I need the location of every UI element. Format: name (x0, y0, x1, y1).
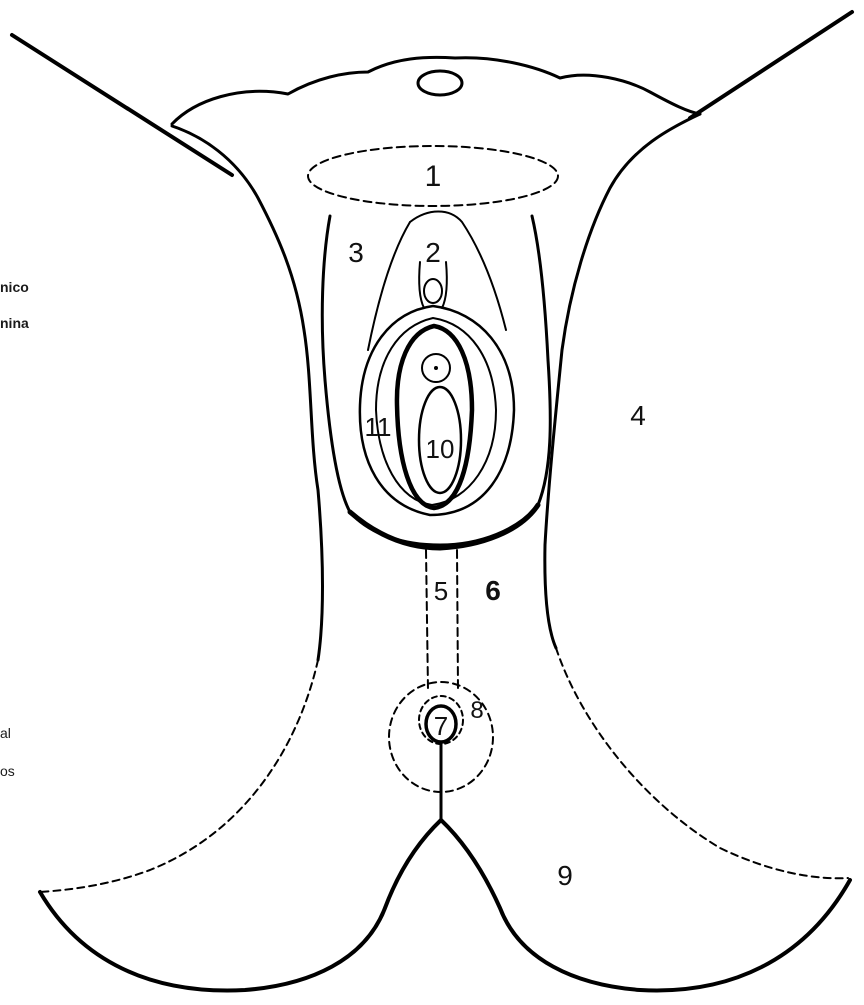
prepuce-outline-left (368, 222, 410, 350)
prepuce-inner-right (442, 262, 447, 308)
labia-minora-outer (360, 306, 514, 515)
region-label-2: 2 (425, 237, 441, 268)
right-thigh-line (690, 12, 852, 118)
right-gluteal-curve (441, 820, 850, 990)
left-gluteal-curve (40, 820, 441, 990)
navel-icon (418, 71, 462, 95)
region-label-4: 4 (630, 400, 646, 431)
region-label-10: 10 (426, 434, 455, 464)
left-gluteal-dashed (40, 660, 318, 892)
region-label-7: 7 (434, 711, 448, 741)
mons-outline (172, 57, 700, 124)
clitoris-glans (424, 279, 442, 303)
perineum-dashed-right (457, 550, 458, 690)
region-label-6: 6 (485, 575, 501, 606)
left-body-contour (172, 126, 323, 660)
labia-minora-inner (376, 318, 496, 505)
region-label-3: 3 (348, 237, 364, 268)
prepuce-inner-left (419, 262, 424, 308)
region-label-8: 8 (470, 697, 483, 724)
perineum-dashed-left (426, 550, 428, 690)
region-label-1: 1 (425, 160, 442, 193)
region-label-5: 5 (434, 576, 448, 606)
region-label-9: 9 (557, 860, 573, 891)
right-gluteal-dashed (556, 648, 848, 878)
right-body-contour (545, 114, 700, 648)
region-label-11: 11 (365, 412, 392, 442)
